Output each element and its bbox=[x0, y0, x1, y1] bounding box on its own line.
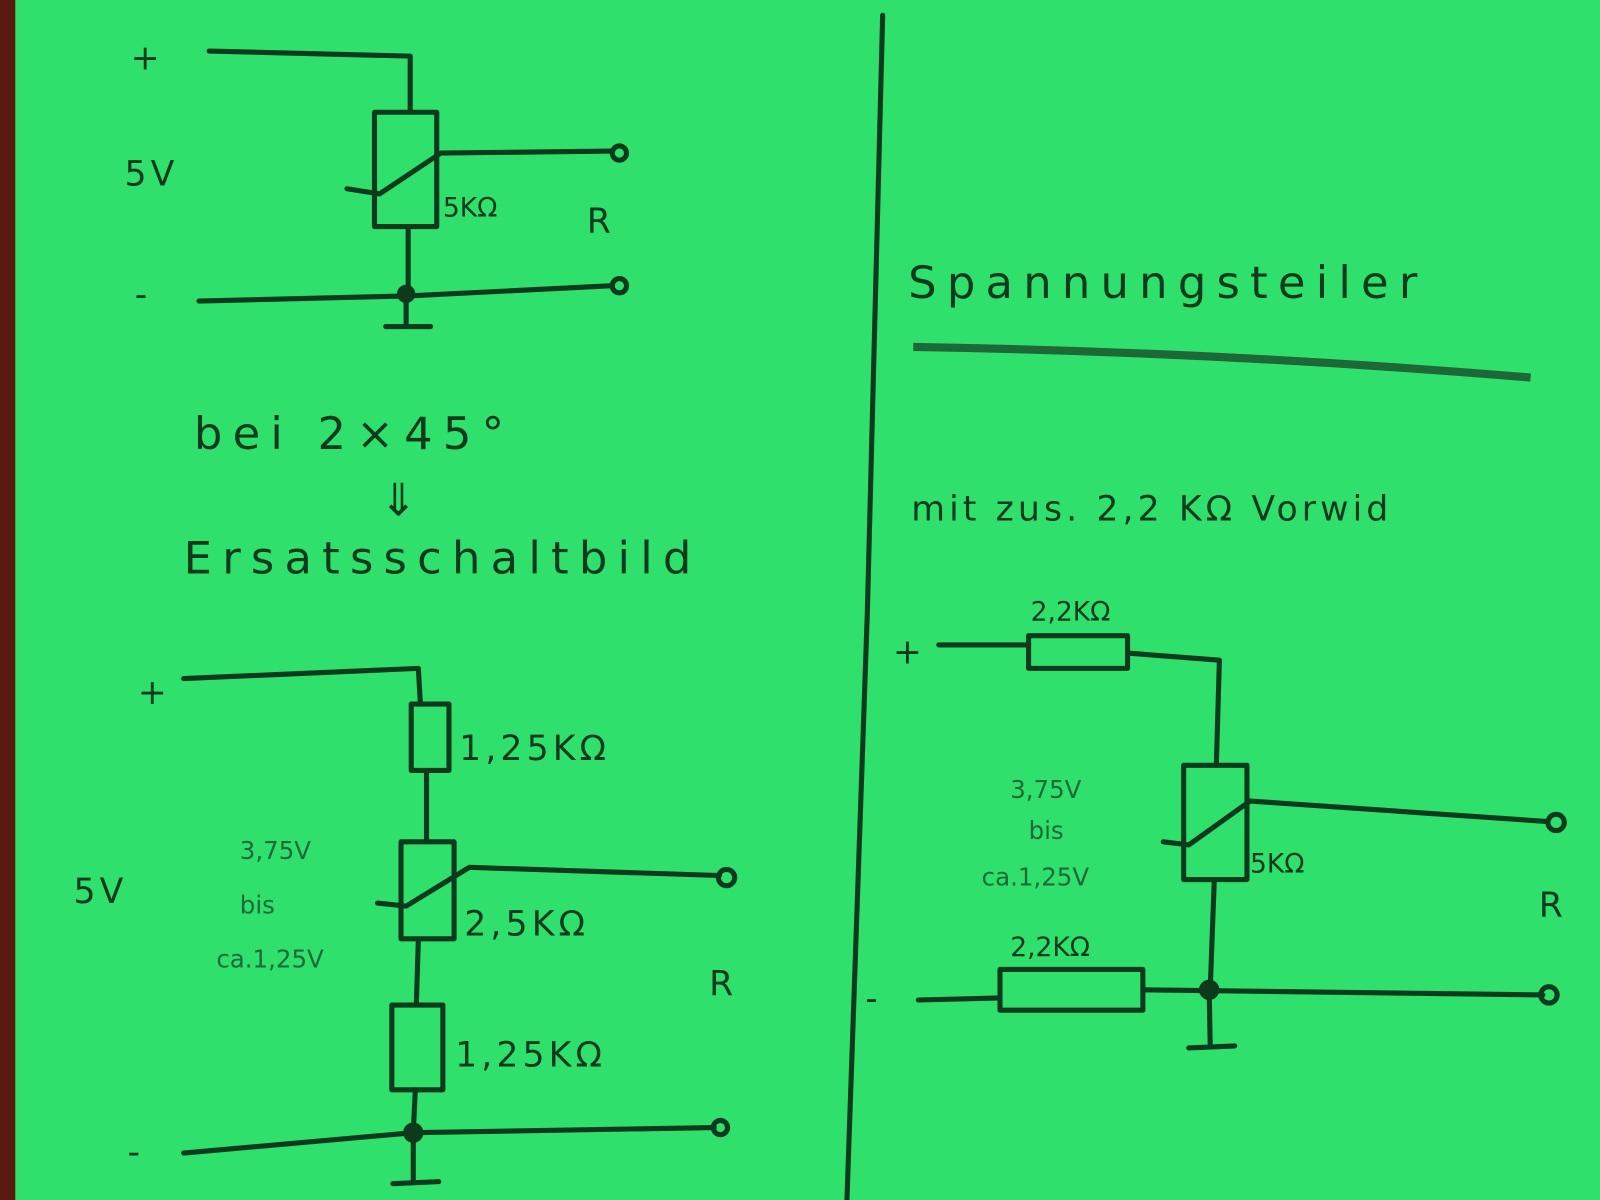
range-low: ca.1,25V bbox=[216, 944, 324, 973]
resistor-top bbox=[1026, 633, 1131, 671]
voltage-label: 5V bbox=[124, 155, 178, 195]
resistor-bottom bbox=[997, 966, 1146, 1013]
output-label: R bbox=[1539, 885, 1567, 925]
paper-edge bbox=[0, 0, 16, 1200]
wire bbox=[181, 1087, 717, 1156]
pot-value: 5KΩ bbox=[443, 192, 498, 223]
output-label: R bbox=[709, 964, 737, 1004]
terminal bbox=[609, 276, 630, 296]
resistor-top bbox=[408, 701, 452, 773]
range-high: 3,75V bbox=[240, 836, 311, 865]
terminal bbox=[609, 143, 630, 163]
wiper bbox=[344, 148, 615, 197]
ground-symbol bbox=[390, 1130, 442, 1187]
range-mid: bis bbox=[240, 890, 275, 919]
equivalent-circuit: + 5V - 1,25KΩ 2,5KΩ 3,75V bis ca.1,25V R… bbox=[73, 665, 738, 1187]
terminal bbox=[715, 866, 738, 889]
potentiometer bbox=[371, 109, 440, 230]
voltage-label: 5V bbox=[73, 872, 127, 912]
r-top-value: 2,2KΩ bbox=[1031, 596, 1111, 627]
terminal bbox=[1545, 811, 1567, 834]
range-mid: bis bbox=[1029, 816, 1064, 845]
wire bbox=[915, 877, 1217, 1003]
down-arrow-icon: ⇓ bbox=[380, 473, 428, 526]
plus-label: + bbox=[131, 38, 164, 78]
divider-line bbox=[844, 12, 886, 1200]
pot-value: 5KΩ bbox=[1250, 848, 1305, 879]
note-line2: Ersatsschaltbild bbox=[184, 531, 702, 584]
voltage-divider-circuit: 2,2KΩ + 5KΩ R 3,75V bis ca.1,25V 2,2KΩ - bbox=[865, 596, 1567, 1051]
output-label: R bbox=[587, 202, 615, 242]
r-bottom-value: 2,2KΩ bbox=[1010, 932, 1090, 963]
minus-label: - bbox=[135, 275, 152, 315]
pot-value: 2,5KΩ bbox=[464, 905, 589, 945]
minus-label: - bbox=[865, 979, 882, 1019]
wire bbox=[1125, 650, 1222, 768]
resistor-bottom bbox=[389, 1002, 446, 1093]
range-low: ca.1,25V bbox=[982, 863, 1090, 892]
wire bbox=[413, 936, 421, 1008]
wiper bbox=[1160, 798, 1549, 848]
minus-label: - bbox=[128, 1132, 145, 1172]
wire bbox=[206, 48, 413, 115]
r-bottom-value: 1,25KΩ bbox=[455, 1035, 606, 1075]
plus-label: + bbox=[893, 632, 926, 672]
plus-label: + bbox=[138, 673, 171, 713]
range-high: 3,75V bbox=[1010, 775, 1081, 804]
note-line1: bei 2×45° bbox=[194, 407, 514, 460]
subtitle: mit zus. 2,2 KΩ Vorwid bbox=[911, 489, 1392, 529]
title: Spannungsteiler bbox=[908, 256, 1427, 309]
terminal bbox=[1538, 984, 1560, 1006]
wire bbox=[181, 665, 423, 707]
potentiometer-circuit: + 5V - 5KΩ R bbox=[124, 38, 630, 330]
ground-symbol bbox=[1186, 987, 1238, 1051]
terminal bbox=[710, 1117, 731, 1138]
potentiometer bbox=[398, 839, 457, 942]
r-top-value: 1,25KΩ bbox=[459, 729, 610, 769]
title-underline bbox=[913, 342, 1531, 382]
potentiometer bbox=[1181, 762, 1250, 883]
ground-symbol bbox=[383, 291, 434, 330]
wiper bbox=[375, 864, 722, 909]
